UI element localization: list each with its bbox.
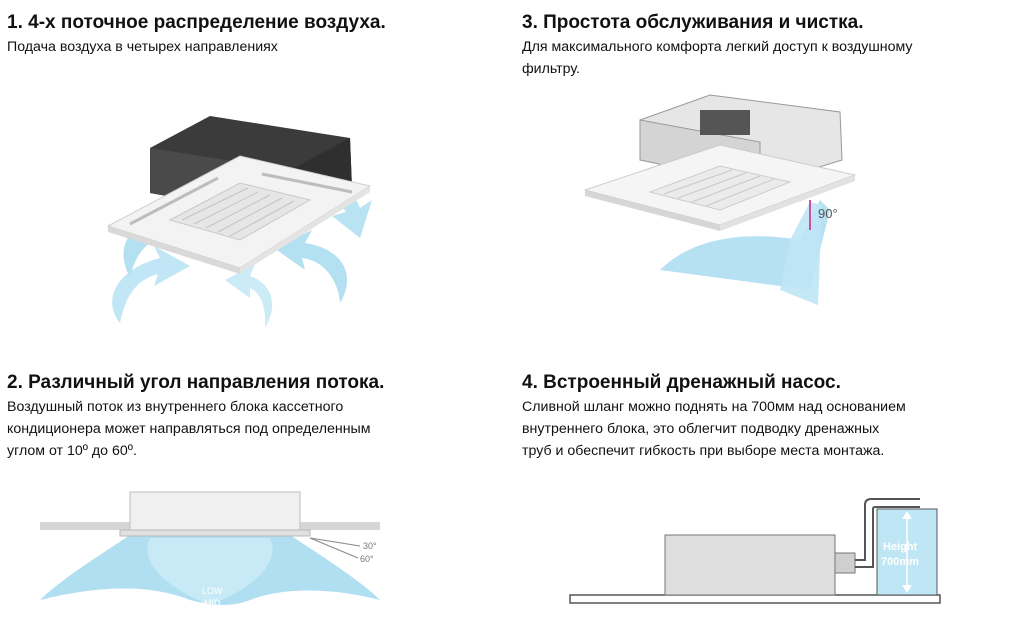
feature-1-title: 1. 4-х поточное распределение воздуха. bbox=[7, 12, 386, 33]
drain-pump-illustration: Height 700mm bbox=[565, 495, 985, 630]
feature-1-description: Подача воздуха в четырех направлениях bbox=[7, 36, 497, 58]
mid-label: MID bbox=[204, 598, 221, 608]
feature-3-line-2: фильтру. bbox=[522, 61, 581, 77]
feature-4: 4. Встроенный дренажный насос. Сливной ш… bbox=[522, 372, 1017, 462]
angle-60-label: 60° bbox=[360, 554, 374, 564]
four-way-cassette-illustration bbox=[90, 108, 380, 343]
maintenance-access-illustration: 90° bbox=[580, 90, 870, 320]
angle-30-label: 30° bbox=[363, 541, 377, 551]
feature-2-description: Воздушный поток из внутреннего блока кас… bbox=[7, 396, 497, 462]
feature-3-line-1: Для максимального комфорта легкий доступ… bbox=[522, 39, 913, 55]
feature-4-line-2: внутреннего блока, это облегчит подводку… bbox=[522, 421, 880, 437]
feature-2-line-3: углом от 10º до 60º. bbox=[7, 443, 137, 459]
feature-2: 2. Различный угол направления потока. Во… bbox=[7, 372, 497, 462]
feature-3-title: 3. Простота обслуживания и чистка. bbox=[522, 12, 864, 33]
feature-3: 3. Простота обслуживания и чистка. Для м… bbox=[522, 12, 1012, 80]
feature-2-line-2: кондиционера может направляться под опре… bbox=[7, 421, 371, 437]
feature-2-title: 2. Различный угол направления потока. bbox=[7, 372, 385, 393]
feature-4-line-1: Сливной шланг можно поднять на 700мм над… bbox=[522, 399, 906, 415]
height-value-label: 700mm bbox=[881, 556, 919, 568]
feature-4-description: Сливной шланг можно поднять на 700мм над… bbox=[522, 396, 1017, 462]
feature-1: 1. 4-х поточное распределение воздуха. П… bbox=[7, 12, 497, 58]
low-label: LOW bbox=[202, 586, 223, 596]
height-label: Height bbox=[883, 541, 918, 553]
angle-90-label: 90° bbox=[818, 206, 838, 221]
feature-4-line-3: труб и обеспечит гибкость при выборе мес… bbox=[522, 443, 885, 459]
feature-3-description: Для максимального комфорта легкий доступ… bbox=[522, 36, 1012, 80]
feature-2-line-1: Воздушный поток из внутреннего блока кас… bbox=[7, 399, 344, 415]
airflow-angle-illustration: 30° 60° LOW MID bbox=[20, 480, 400, 635]
feature-1-line-1: Подача воздуха в четырех направлениях bbox=[7, 39, 278, 55]
feature-4-title: 4. Встроенный дренажный насос. bbox=[522, 372, 841, 393]
